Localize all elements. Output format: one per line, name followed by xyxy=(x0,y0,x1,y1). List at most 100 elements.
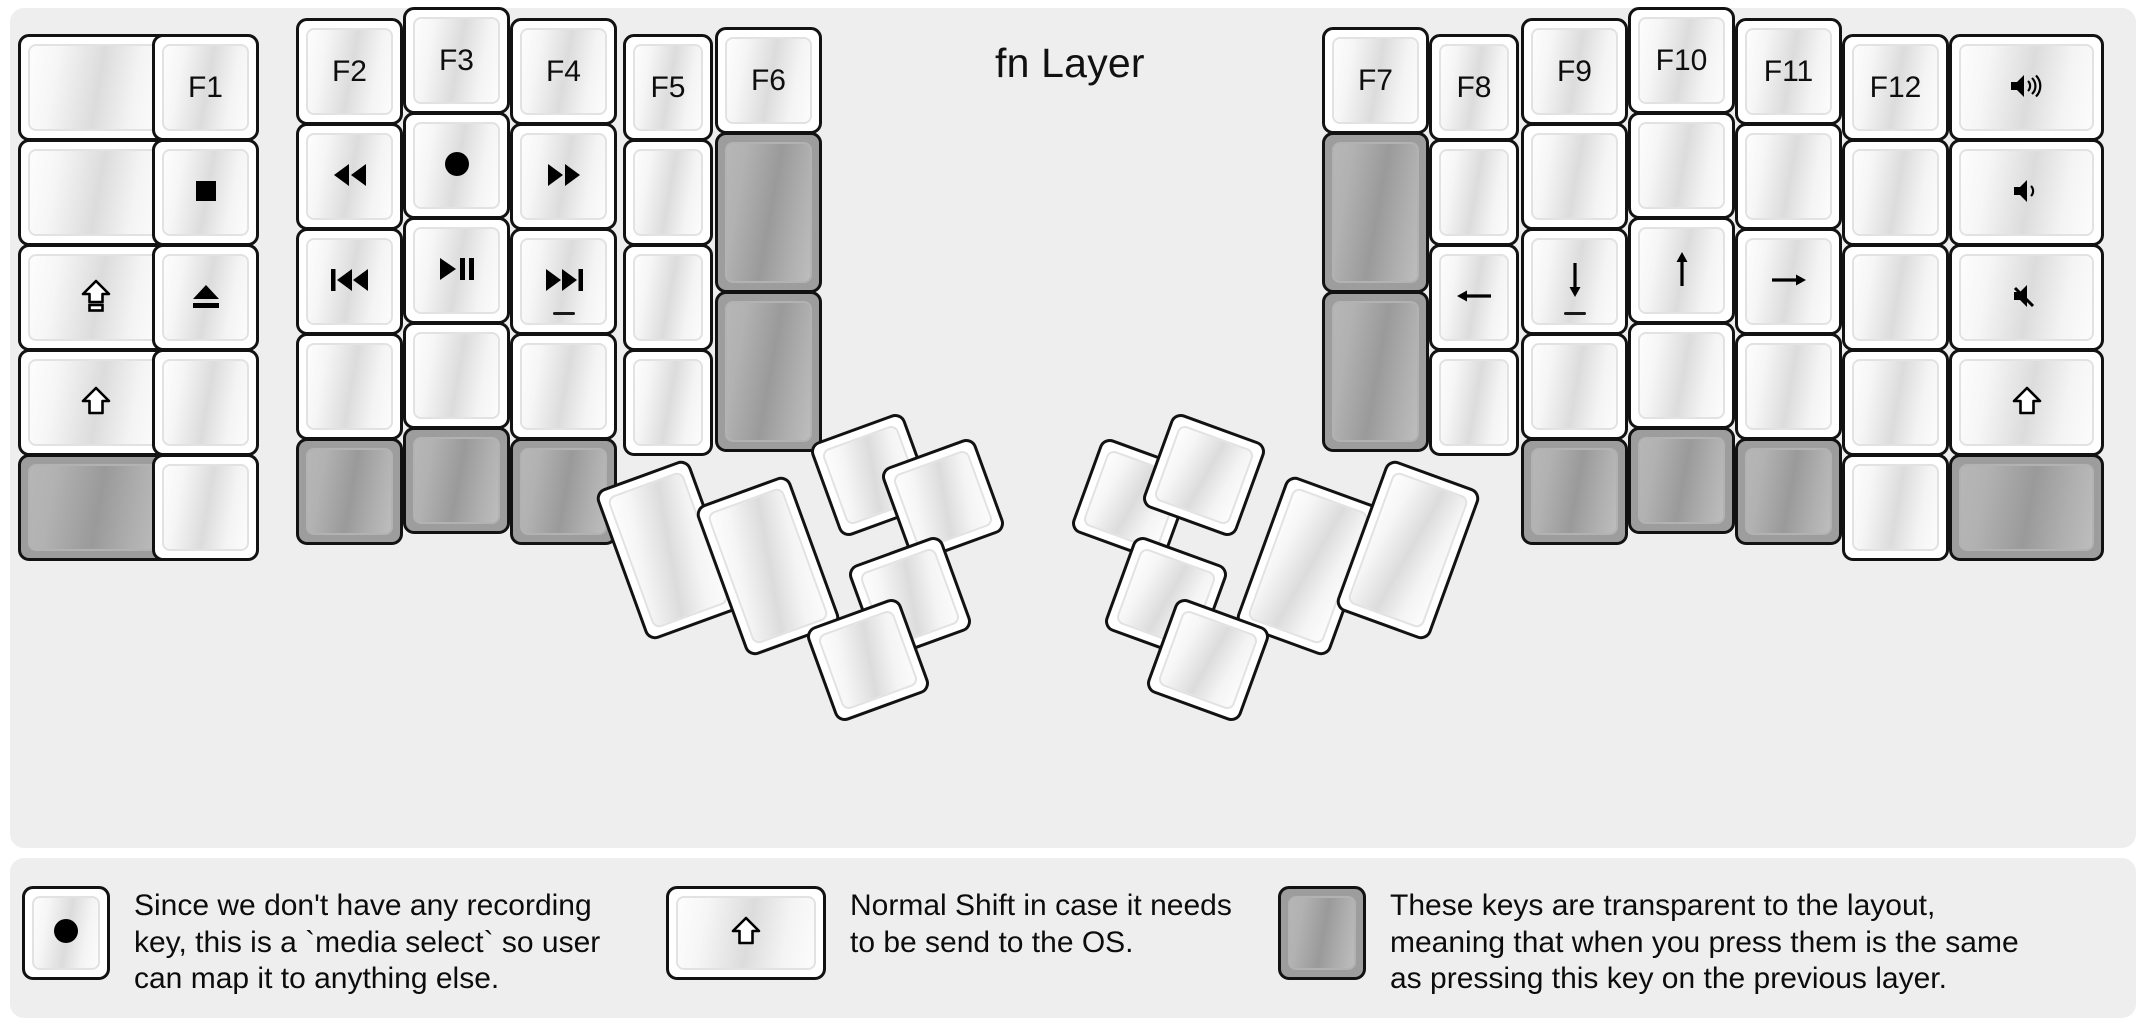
stop-icon xyxy=(191,176,221,210)
key-blank-9[interactable] xyxy=(623,244,713,351)
key-transparent-10[interactable] xyxy=(1628,427,1735,534)
key-f2[interactable]: F2 xyxy=(296,18,403,125)
keycap xyxy=(1156,608,1260,712)
key-blank-18[interactable] xyxy=(1735,333,1842,440)
key-transparent-2[interactable] xyxy=(296,438,403,545)
key-blank-19[interactable] xyxy=(1842,139,1949,246)
keycap xyxy=(413,437,500,524)
key-f6[interactable]: F6 xyxy=(715,27,822,134)
key-blank-21[interactable] xyxy=(1842,349,1949,456)
key-label: F12 xyxy=(1869,70,1922,104)
key-blank-20[interactable] xyxy=(1842,244,1949,351)
key-transparent-11[interactable] xyxy=(1735,438,1842,545)
key-arrow-down[interactable] xyxy=(1521,228,1628,335)
keycap xyxy=(162,149,249,236)
key-f9[interactable]: F9 xyxy=(1521,18,1628,125)
key-transparent-5[interactable] xyxy=(715,132,822,293)
key-transparent-6[interactable] xyxy=(715,291,822,452)
keycap xyxy=(633,254,703,341)
key-f12[interactable]: F12 xyxy=(1842,34,1949,141)
keycap xyxy=(1638,122,1725,209)
key-shift-right[interactable] xyxy=(1949,349,2104,456)
key-blank-11[interactable] xyxy=(1429,139,1519,246)
key-blank-3[interactable] xyxy=(152,349,259,456)
keycap xyxy=(28,359,163,446)
key-f1[interactable]: F1 xyxy=(152,34,259,141)
key-blank-6[interactable] xyxy=(403,322,510,429)
keycap xyxy=(28,464,163,551)
key-blank-1[interactable] xyxy=(18,34,173,141)
keycap xyxy=(1638,437,1725,524)
keycap xyxy=(633,149,703,236)
key-media-previous[interactable] xyxy=(296,228,403,335)
key-f11[interactable]: F11 xyxy=(1735,18,1842,125)
key-blank-8[interactable] xyxy=(623,139,713,246)
volume-down-icon xyxy=(2010,176,2044,210)
volume-mute-icon xyxy=(2010,281,2044,315)
caps-lock-icon xyxy=(80,279,112,317)
keycap xyxy=(1745,238,1832,325)
key-transparent-7[interactable] xyxy=(1322,132,1429,293)
key-blank-4[interactable] xyxy=(152,454,259,561)
key-shift[interactable] xyxy=(18,349,173,456)
key-arrow-right[interactable] xyxy=(1735,228,1842,335)
key-caps-lock[interactable] xyxy=(18,244,173,351)
keycap xyxy=(1638,332,1725,419)
next-track-icon xyxy=(542,266,586,298)
key-transparent-8[interactable] xyxy=(1322,291,1429,452)
arrow-up-icon xyxy=(1668,249,1696,293)
key-f10[interactable]: F10 xyxy=(1628,7,1735,114)
keycap xyxy=(725,142,812,283)
keycap xyxy=(1531,238,1618,325)
key-blank-5[interactable] xyxy=(296,333,403,440)
key-media-play-pause[interactable] xyxy=(403,217,510,324)
legend-transparent-text: These keys are transparent to the layout… xyxy=(1390,889,2019,996)
key-blank-17[interactable] xyxy=(1735,123,1842,230)
keycap xyxy=(1852,359,1939,446)
key-blank-16[interactable] xyxy=(1628,322,1735,429)
keycap xyxy=(816,608,920,712)
key-f3[interactable]: F3 xyxy=(403,7,510,114)
keycap xyxy=(28,254,163,341)
key-f7[interactable]: F7 xyxy=(1322,27,1429,134)
key-media-rewind[interactable] xyxy=(296,123,403,230)
key-volume-mute[interactable] xyxy=(1949,244,2104,351)
key-f4[interactable]: F4 xyxy=(510,18,617,125)
key-blank-12[interactable] xyxy=(1429,349,1519,456)
key-transparent-9[interactable] xyxy=(1521,438,1628,545)
key-arrow-left[interactable] xyxy=(1429,244,1519,351)
key-media-fast-forward[interactable] xyxy=(510,123,617,230)
keycap xyxy=(1745,133,1832,220)
key-transparent-3[interactable] xyxy=(403,427,510,534)
fast-forward-icon xyxy=(544,161,584,193)
arrow-left-icon xyxy=(1454,282,1494,314)
key-blank-7[interactable] xyxy=(510,333,617,440)
keycap xyxy=(1745,448,1832,535)
legend-panel xyxy=(10,858,2136,1018)
keycap xyxy=(1531,133,1618,220)
keycap xyxy=(520,238,607,325)
key-blank-14[interactable] xyxy=(1521,333,1628,440)
keycap xyxy=(28,149,163,236)
keycap xyxy=(1332,301,1419,442)
key-blank-22[interactable] xyxy=(1842,454,1949,561)
key-media-eject[interactable] xyxy=(152,244,259,351)
keycap xyxy=(1531,343,1618,430)
key-media-stop[interactable] xyxy=(152,139,259,246)
key-media-next[interactable] xyxy=(510,228,617,335)
key-blank-13[interactable] xyxy=(1521,123,1628,230)
key-transparent-12[interactable] xyxy=(1949,454,2104,561)
key-media-record[interactable] xyxy=(403,112,510,219)
key-f8[interactable]: F8 xyxy=(1429,34,1519,141)
key-f5[interactable]: F5 xyxy=(623,34,713,141)
key-blank-2[interactable] xyxy=(18,139,173,246)
key-arrow-up[interactable] xyxy=(1628,217,1735,324)
keycap: F9 xyxy=(1531,28,1618,115)
key-volume-up[interactable] xyxy=(1949,34,2104,141)
arrow-down-icon xyxy=(1561,260,1589,304)
key-blank-15[interactable] xyxy=(1628,112,1735,219)
key-transparent-1[interactable] xyxy=(18,454,173,561)
key-blank-10[interactable] xyxy=(623,349,713,456)
key-volume-down[interactable] xyxy=(1949,139,2104,246)
